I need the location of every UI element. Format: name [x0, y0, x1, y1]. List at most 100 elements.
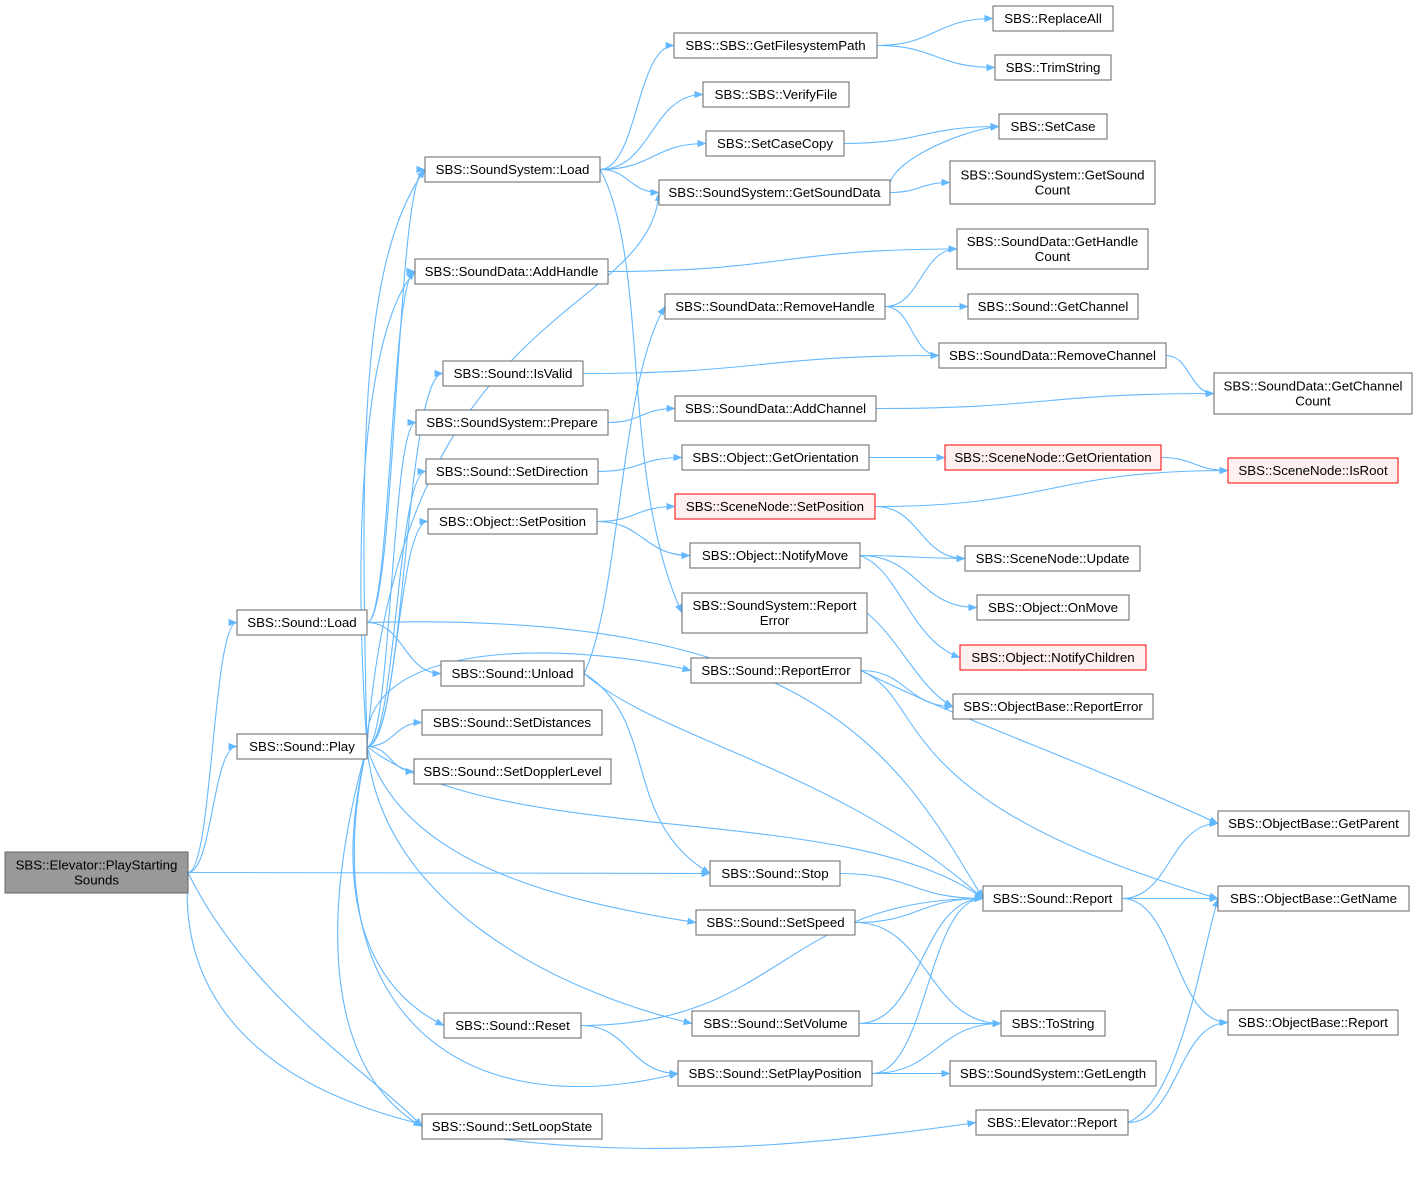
node-ob-getname[interactable]: SBS::ObjectBase::GetName: [1217, 885, 1410, 912]
edge-sd_removeh-to-sd_removech: [884, 305, 940, 360]
node-setcasecopy[interactable]: SBS::SetCaseCopy: [705, 130, 845, 157]
node-snd-reset[interactable]: SBS::Sound::Reset: [443, 1012, 582, 1039]
edge-ss_prepare-to-sd_addch: [607, 404, 676, 424]
edge-snd_play-to-ss_prepare: [366, 419, 417, 748]
node-ss-getsd[interactable]: SBS::SoundSystem::GetSoundData: [658, 179, 891, 206]
node-obj-notify[interactable]: SBS::Object::NotifyMove: [689, 542, 861, 569]
node-label: SBS::Sound::SetLoopState: [432, 1119, 592, 1134]
node-sn-isroot[interactable]: SBS::SceneNode::IsRoot: [1227, 457, 1399, 484]
node-snd-setdop[interactable]: SBS::Sound::SetDopplerLevel: [413, 758, 612, 785]
node-box: [691, 1010, 860, 1037]
node-sd-addh[interactable]: SBS::SoundData::AddHandle: [414, 258, 609, 285]
node-label: SBS::SceneNode::SetPosition: [686, 499, 864, 514]
edge-sbs_getfs-to-replaceall: [876, 14, 994, 47]
node-box: [944, 444, 1162, 471]
node-ss-getlen[interactable]: SBS::SoundSystem::GetLength: [949, 1060, 1157, 1087]
edge-sbs_getfs-to-trimstring: [876, 44, 996, 72]
node-ob-report[interactable]: SBS::ObjectBase::Report: [1227, 1009, 1399, 1036]
node-box: [440, 660, 585, 687]
node-box: [236, 733, 368, 760]
node-tostring[interactable]: SBS::ToString: [1000, 1010, 1106, 1037]
node-sd-removeh[interactable]: SBS::SoundData::RemoveHandle: [664, 293, 886, 320]
node-snd-setloop[interactable]: SBS::Sound::SetLoopState: [421, 1113, 603, 1140]
node-label: SBS::SBS::GetFilesystemPath: [685, 38, 865, 53]
node-snd-report[interactable]: SBS::Sound::Report: [982, 885, 1123, 912]
node-box: [424, 156, 601, 183]
node-snd-load[interactable]: SBS::Sound::Load: [236, 609, 368, 636]
edge-snd_reset-to-snd_playpos: [580, 1024, 679, 1078]
node-ob-getparent[interactable]: SBS::ObjectBase::GetParent: [1217, 810, 1410, 837]
node-sd-removech[interactable]: SBS::SoundData::RemoveChannel: [938, 342, 1167, 369]
edge-snd_play-to-ss_getsd: [366, 192, 662, 747]
node-box: [425, 458, 599, 485]
node-box: [427, 508, 598, 535]
node-label: SBS::Elevator::Report: [987, 1115, 1117, 1130]
node-box: [959, 644, 1147, 671]
node-label: Sounds: [74, 873, 119, 888]
node-obj-getor[interactable]: SBS::Object::GetOrientation: [681, 444, 870, 471]
node-label: Count: [1295, 394, 1331, 409]
edge-snd_play-to-snd_setdist: [366, 718, 423, 748]
edge-snd_play-to-snd_setdop: [366, 745, 415, 776]
node-snd-play[interactable]: SBS::Sound::Play: [236, 733, 368, 760]
node-ob-reperr[interactable]: SBS::ObjectBase::ReportError: [952, 693, 1154, 720]
node-snd-getch[interactable]: SBS::Sound::GetChannel: [967, 293, 1139, 320]
edge-snd_load-to-snd_unload: [366, 621, 442, 678]
node-setcase[interactable]: SBS::SetCase: [998, 113, 1108, 140]
node-ss-prepare[interactable]: SBS::SoundSystem::Prepare: [415, 409, 609, 436]
node-ss-load[interactable]: SBS::SoundSystem::Load: [424, 156, 601, 183]
node-box: [1213, 372, 1413, 415]
edge-obj_notify-to-obj_onmove: [859, 554, 978, 612]
node-sd-addch[interactable]: SBS::SoundData::AddChannel: [674, 395, 877, 422]
edge-obj_setpos-to-obj_notify: [596, 520, 691, 560]
node-snd-vol[interactable]: SBS::Sound::SetVolume: [691, 1010, 860, 1037]
edge-snd_unload-to-sd_removeh: [583, 306, 666, 674]
edge-snd_load-to-ss_load: [366, 166, 426, 624]
node-label: SBS::SceneNode::GetOrientation: [954, 450, 1151, 465]
edge-sd_removech-to-sd_getchc: [1165, 354, 1215, 398]
node-label: SBS::Sound::Reset: [455, 1018, 570, 1033]
edge-snd_unload-to-snd_report: [583, 673, 984, 899]
node-obj-setpos[interactable]: SBS::Object::SetPosition: [427, 508, 598, 535]
node-snd-setdist[interactable]: SBS::Sound::SetDistances: [421, 709, 603, 736]
node-snd-reperr[interactable]: SBS::Sound::ReportError: [690, 657, 862, 684]
node-sbs-verify[interactable]: SBS::SBS::VerifyFile: [702, 81, 850, 108]
node-replaceall[interactable]: SBS::ReplaceAll: [992, 5, 1114, 32]
node-box: [938, 342, 1167, 369]
node-ss-report[interactable]: SBS::SoundSystem::ReportError: [681, 592, 868, 634]
node-sbs-getfs[interactable]: SBS::SBS::GetFilesystemPath: [673, 32, 878, 59]
node-label: SBS::SoundData::GetChannel: [1224, 379, 1403, 394]
edge-snd_unload-to-snd_stop: [583, 673, 711, 874]
node-sn-update[interactable]: SBS::SceneNode::Update: [964, 545, 1141, 572]
edge-snd_speed-to-snd_report: [854, 894, 984, 924]
node-label: SBS::Sound::SetDirection: [436, 464, 588, 479]
node-obj-onmove[interactable]: SBS::Object::OnMove: [976, 594, 1130, 621]
edge-sn_setpos-to-sn_update: [874, 505, 966, 563]
node-snd-playpos[interactable]: SBS::Sound::SetPlayPosition: [677, 1060, 873, 1087]
node-sn-getor[interactable]: SBS::SceneNode::GetOrientation: [944, 444, 1162, 471]
node-elev-report[interactable]: SBS::Elevator::Report: [975, 1109, 1129, 1136]
node-obj-notifych[interactable]: SBS::Object::NotifyChildren: [959, 644, 1147, 671]
node-snd-setdir[interactable]: SBS::Sound::SetDirection: [425, 458, 599, 485]
node-snd-stop[interactable]: SBS::Sound::Stop: [709, 860, 841, 887]
node-box: [664, 293, 886, 320]
node-box: [443, 1012, 582, 1039]
node-box: [690, 657, 862, 684]
node-box: [952, 693, 1154, 720]
node-label: SBS::ObjectBase::ReportError: [963, 699, 1143, 714]
node-label: SBS::Sound::SetPlayPosition: [689, 1066, 862, 1081]
node-label: SBS::Object::GetOrientation: [692, 450, 858, 465]
node-box: [695, 909, 856, 936]
node-snd-unload[interactable]: SBS::Sound::Unload: [440, 660, 585, 687]
node-box: [994, 54, 1112, 81]
node-snd-isvalid[interactable]: SBS::Sound::IsValid: [442, 360, 584, 387]
node-sn-setpos[interactable]: SBS::SceneNode::SetPosition: [674, 493, 876, 520]
node-box: [658, 179, 891, 206]
node-label: SBS::SoundData::AddHandle: [425, 264, 599, 279]
node-snd-speed[interactable]: SBS::Sound::SetSpeed: [695, 909, 856, 936]
node-trimstring[interactable]: SBS::TrimString: [994, 54, 1112, 81]
